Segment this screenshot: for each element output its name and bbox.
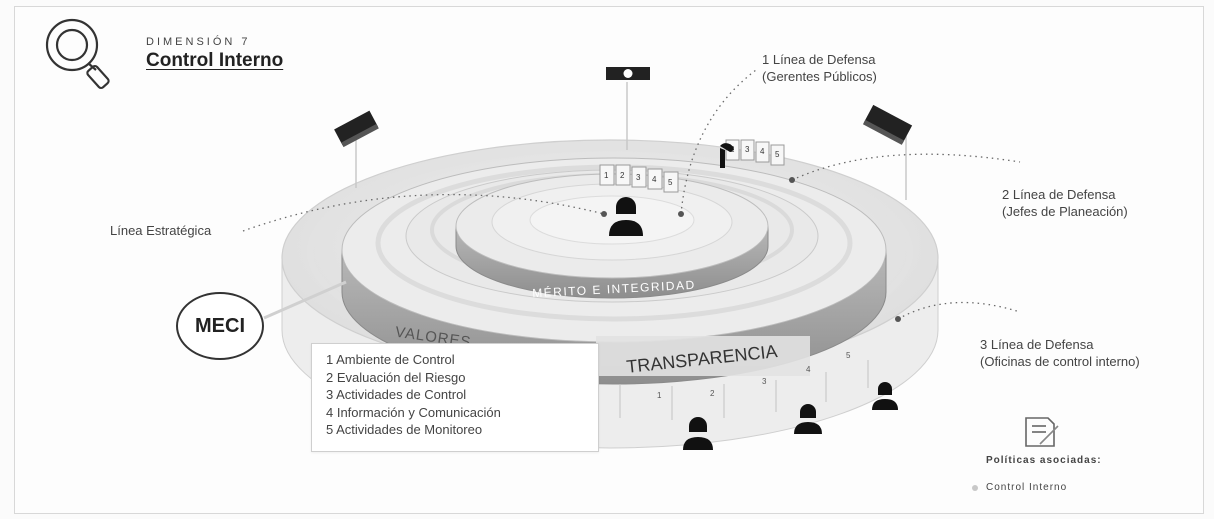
person-icon [794,404,822,434]
meci-connector [263,280,347,320]
door-number: 4 [806,365,811,374]
leader-dot [789,177,795,183]
leader-dot [601,211,607,217]
door-number: 2 [620,171,625,180]
person-icon [683,417,713,450]
leader-dot [678,211,684,217]
document-check-icon [1025,417,1059,447]
dimension-label: DIMENSIÓN 7 [146,36,251,48]
second-line-subtitle: (Jefes de Planeación) [1002,204,1128,219]
door-number: 3 [636,173,641,182]
component-item: 2 Evaluación del Riesgo [326,369,466,385]
person-icon [720,143,734,168]
meci-badge: MECI [176,292,264,360]
person-icon [609,197,643,236]
camera-icon [606,67,650,80]
policies-title: Políticas asociadas: [986,455,1102,466]
strategic-leader-line [242,193,605,232]
door-row-outer [619,360,869,420]
second-line-title: 2 Línea de Defensa [1002,187,1116,202]
third-line-title: 3 Línea de Defensa [980,337,1094,352]
book-icon [862,104,913,145]
door-number: 5 [775,150,780,159]
door-number: 4 [760,147,765,156]
book-icon [334,110,379,148]
door-number: 3 [762,377,767,386]
strategic-line-label: Línea Estratégica [110,223,212,238]
policy-bullet [972,485,978,491]
third-line-subtitle: (Oficinas de control interno) [980,354,1140,369]
leader-dot [895,316,901,322]
door-number: 5 [668,178,673,187]
component-item: 1 Ambiente de Control [326,352,455,367]
policy-item: Control Interno [986,482,1068,493]
magnifier-icon [45,18,110,90]
component-item: 5 Actividades de Monitoreo [326,422,483,437]
door-number: 1 [657,391,662,400]
person-icon [872,382,898,410]
component-item: 4 Información y Comunicación [326,404,501,420]
door-number: 5 [846,351,851,360]
components-list: 1 Ambiente de Control 2 Evaluación del R… [311,343,599,452]
door-row-inner [599,164,679,193]
door-number: 4 [652,175,657,184]
component-item: 3 Actividades de Control [326,387,467,402]
page-title: Control Interno [146,50,284,71]
first-line-title: 1 Línea de Defensa [762,52,876,67]
door-number: 2 [710,389,715,398]
door-number: 1 [604,171,609,180]
third-line-label: 3 Línea de Defensa (Oficinas de control … [980,336,1140,370]
door-number: 3 [745,145,750,154]
first-line-subtitle: (Gerentes Públicos) [762,69,877,84]
second-line-label: 2 Línea de Defensa (Jefes de Planeación) [1002,186,1128,220]
first-line-label: 1 Línea de Defensa (Gerentes Públicos) [762,51,877,85]
